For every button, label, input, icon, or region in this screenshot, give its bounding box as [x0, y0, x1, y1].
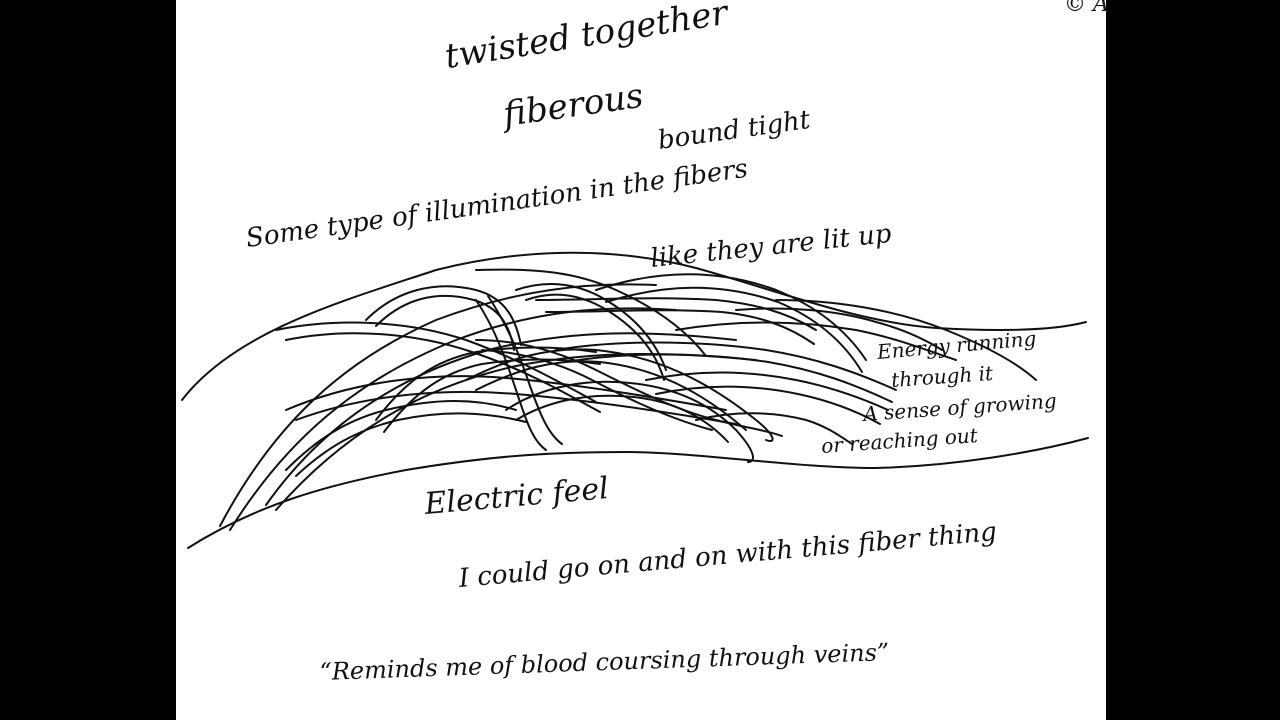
fiber	[475, 268, 707, 357]
fiber	[565, 353, 893, 403]
fiber	[487, 295, 563, 445]
scanned-page: © A twisted together fiberous bound tigh…	[176, 0, 1106, 720]
fiber	[383, 358, 601, 433]
fiber	[515, 283, 667, 371]
fiber	[535, 297, 817, 331]
fiber	[545, 309, 815, 345]
fiber	[695, 412, 853, 445]
fiber	[735, 307, 943, 351]
fiber	[675, 321, 957, 361]
fiber	[375, 294, 515, 351]
fiber	[285, 400, 517, 471]
band-outline-top	[181, 251, 1087, 401]
band-outline-bottom	[187, 437, 1089, 549]
fiber	[481, 349, 713, 431]
fiber	[475, 299, 547, 451]
right-pillarbox	[1106, 0, 1280, 720]
fiber	[475, 360, 747, 431]
fiber	[555, 341, 897, 391]
fiber	[775, 299, 1037, 381]
fiber	[265, 332, 737, 506]
fiber	[595, 273, 867, 361]
fiber	[505, 380, 754, 463]
fiber	[655, 385, 881, 425]
fiber	[275, 321, 597, 403]
fiber	[525, 293, 665, 381]
fiber	[605, 286, 863, 373]
fiber	[219, 283, 657, 527]
fiber-sketch	[181, 251, 1089, 549]
fiber	[295, 390, 737, 425]
fiber	[645, 371, 889, 411]
fiber	[515, 394, 729, 443]
fiber	[375, 346, 597, 421]
fiber	[365, 285, 522, 346]
corner-mark: © A	[1064, 0, 1106, 17]
fiber	[295, 412, 527, 477]
left-pillarbox	[0, 0, 176, 720]
note-through-it: through it	[890, 360, 994, 392]
fiber	[475, 339, 783, 437]
